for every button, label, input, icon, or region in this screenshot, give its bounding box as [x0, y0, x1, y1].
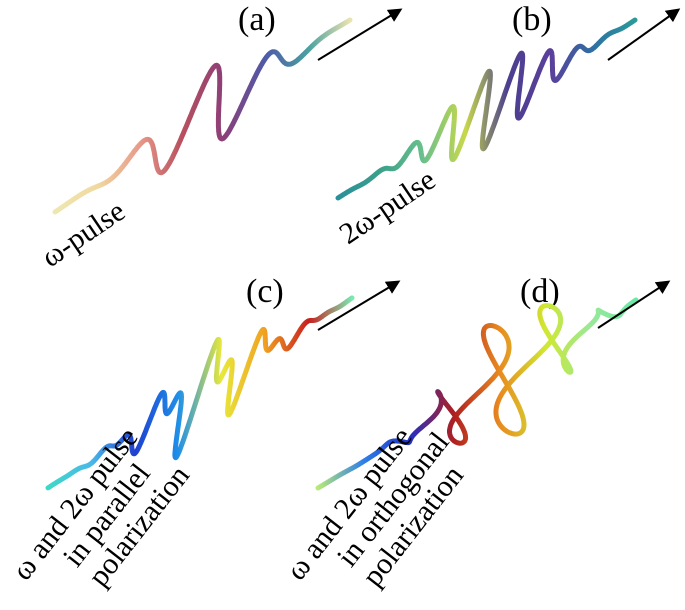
- panel-label-d: (d): [520, 273, 560, 310]
- parallel-polarization-waveform: [45, 295, 355, 491]
- caption-c: ω and 2ω pulse in parallel polarization: [6, 415, 200, 610]
- caption-b: 2ω-pulse: [333, 163, 441, 251]
- caption-d: ω and 2ω pulse in orthogonal polarizatio…: [280, 400, 486, 610]
- orthogonal-polarization-waveform: [315, 297, 639, 491]
- omega-pulse-waveform: [52, 17, 353, 215]
- panel-label-b: (b): [512, 1, 552, 38]
- panel-b: (b) 2ω-pulse: [333, 1, 681, 251]
- caption-b-line-1: 2ω-pulse: [333, 163, 441, 251]
- propagation-arrow-d: [597, 280, 671, 329]
- propagation-arrow-b: [607, 8, 681, 61]
- panel-label-c: (c): [246, 273, 284, 310]
- propagation-arrow-a: [317, 8, 403, 61]
- panel-d: (d) ω and 2ω pulse in orthogonal polariz…: [280, 273, 671, 610]
- caption-a-line-1: ω-pulse: [35, 194, 131, 273]
- caption-a: ω-pulse: [35, 194, 131, 273]
- two-omega-pulse-waveform: [335, 17, 638, 201]
- propagation-arrow-c: [317, 280, 401, 331]
- panel-label-a: (a): [238, 1, 276, 38]
